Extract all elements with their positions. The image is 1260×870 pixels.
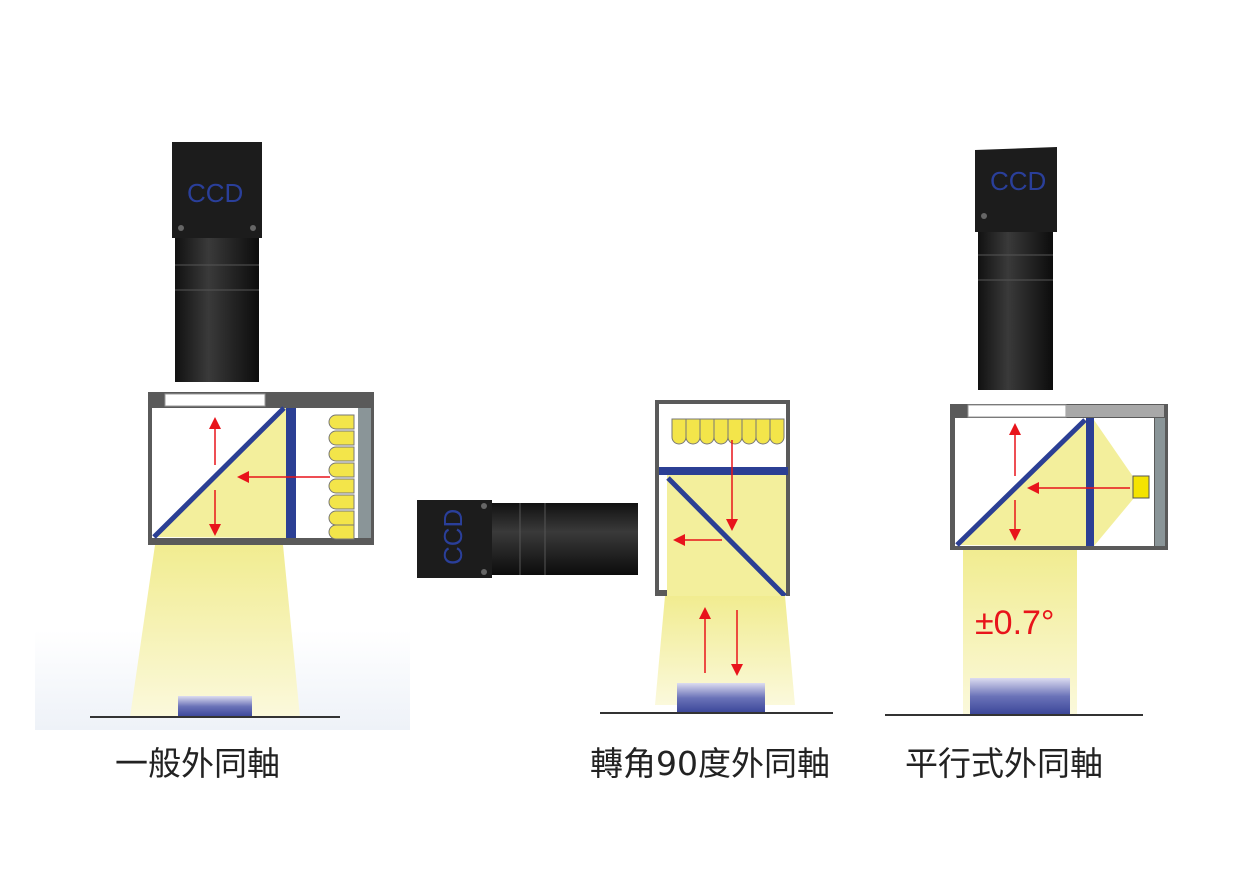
light-housing: [148, 392, 374, 545]
camera-label: CCD: [187, 178, 243, 208]
light-housing: [950, 404, 1168, 550]
ccd-camera: CCD: [417, 500, 638, 578]
angle-label: ±0.7°: [975, 604, 1055, 642]
light-beam: [130, 545, 300, 717]
target-object: [970, 678, 1070, 715]
diagram-standard-coaxial: CCD 一般外同軸: [35, 142, 410, 783]
target-object: [178, 696, 252, 717]
ccd-camera: CCD: [975, 147, 1057, 390]
diagram-parallel-coaxial: CCD ±0.7° 平行式外同軸: [885, 147, 1168, 783]
caption-standard: 一般外同軸: [115, 744, 280, 783]
ccd-camera: CCD: [172, 142, 262, 382]
led-source: [1132, 475, 1150, 499]
half-mirror: [955, 418, 1087, 547]
diagram-90-degree-coaxial: CCD 轉角90度外同軸: [417, 400, 833, 783]
target-object: [677, 683, 765, 713]
half-mirror: [152, 406, 286, 539]
half-mirror: [666, 476, 787, 598]
caption-90-degree: 轉角90度外同軸: [590, 744, 830, 783]
camera-label: CCD: [438, 509, 468, 565]
light-beam: [655, 596, 795, 705]
caption-parallel: 平行式外同軸: [905, 744, 1103, 783]
light-housing: [655, 400, 790, 598]
camera-label: CCD: [990, 166, 1046, 196]
